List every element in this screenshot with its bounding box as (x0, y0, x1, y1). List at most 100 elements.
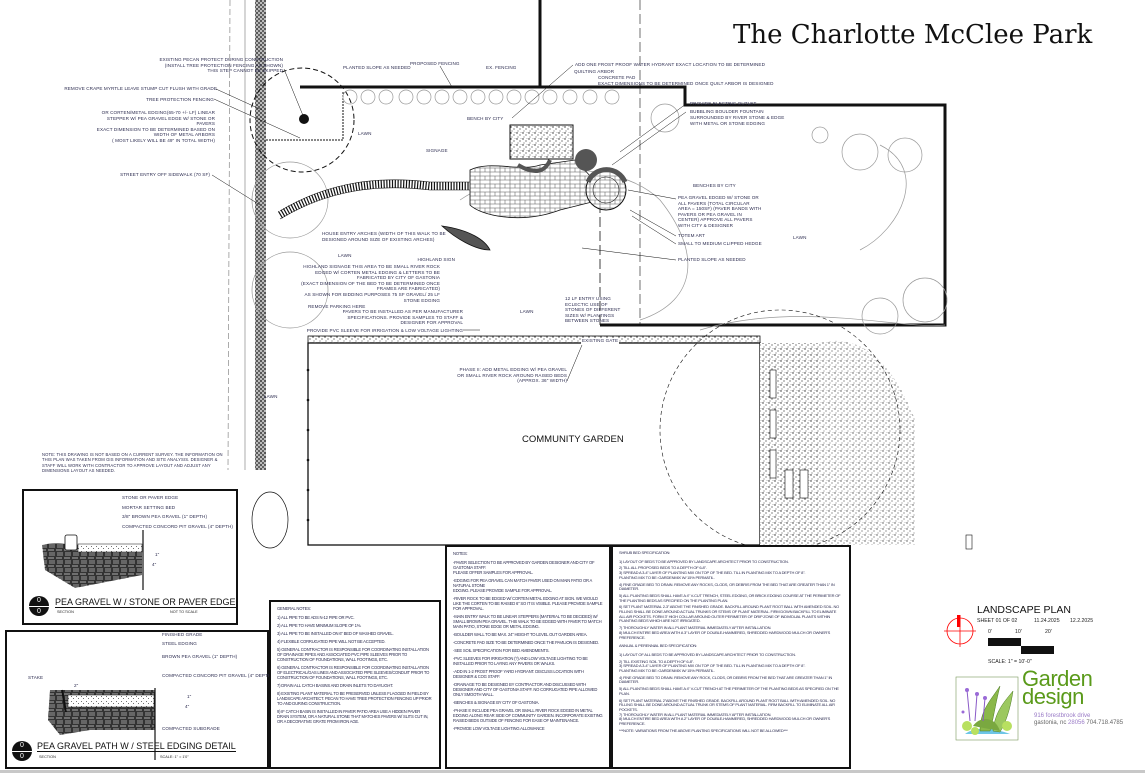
detail-2-dim: 2" (74, 683, 79, 688)
annual-spec-item: 5) ALL PLANTING BEDS SHALL HAVE A 4" V-C… (619, 686, 839, 696)
parking-gravel (760, 343, 820, 545)
label-lawn: LAWN (338, 253, 352, 258)
annotation-crape-myrtle: REMOVE CRAPE MYRTLE LEAVE STUMP CUT FLUS… (64, 86, 217, 91)
label-lawn: LAWN (264, 394, 278, 399)
detail-1-label: COMPACTED CONCORD PIT GRAVEL (4" DEPTH) (122, 524, 234, 529)
detail-2-label: COMPACTED SUBGRADE (162, 726, 220, 731)
annotation-quilting-arbor: QUILTING ARBOR (574, 69, 615, 74)
sheet-number: SHEET 01 OF 02 (977, 618, 1018, 624)
note: -ADD IN 1-2 FROST PROOF YARD HYDRANT. DI… (453, 669, 584, 679)
notes-box: NOTES: -PAVER SELECTION TO BE APPROVED B… (445, 545, 611, 769)
annotation-clipped-hedge: SMALL TO MEDIUM CLIPPED HEDGE (678, 241, 762, 246)
annual-spec-item: 6) SET PLANT MATERIAL 2"ABOVE THE FINISH… (619, 697, 836, 727)
note: -SEE SOIL SPECIFICATION FOR BED AMENDMEN… (453, 648, 550, 653)
planting-symbols (251, 89, 948, 335)
annotation-street-entry: STREET ENTRY OFF SIDEWALK (70 SF) (120, 172, 210, 177)
annotation-corten-edging: OR CORTEN/METAL EDGING(65-70 +/- LF) LIN… (96, 110, 215, 143)
annotation-bench-by-city: BENCH BY CITY (467, 116, 504, 121)
general-notes-list: 1) ALL PIPE TO BE ADS N-12 PIPE OR PVC.2… (277, 615, 433, 724)
shrub-spec-item: 6) SET PLANT MATERIAL 2-3" ABOVE THE FIN… (619, 604, 840, 624)
annotation-pecan: EXISTING PECAN PROTECT DURING CONSTRUCTI… (159, 57, 283, 74)
general-note: 1) ALL PIPE TO BE ADS N-12 PIPE OR PVC. (277, 615, 355, 620)
general-note: 3) ALL PIPE TO BE INSTALLED ON 6" BED OF… (277, 631, 394, 636)
detail-pea-gravel-steel-edging (5, 630, 269, 769)
community-garden-label: COMMUNITY GARDEN (522, 434, 624, 445)
note: -MAIN ENTRY WALK TO BE LINEAR STEPPERS (… (453, 614, 602, 629)
phone: 704.718.4785 (1086, 720, 1124, 726)
date-original: 11.24.2025 (1034, 618, 1060, 624)
annotation-fountain-detail: SURROUNDED BY RIVER STONE & EDGE WITH ME… (690, 115, 785, 126)
detail-1-dim: 4" (152, 562, 157, 567)
pecan-tree (299, 114, 309, 124)
general-notes-box: GENERAL NOTES: 1) ALL PIPE TO BE ADS N-1… (269, 600, 441, 769)
annotation-planted-slope-top: PLANTED SLOPE AS NEEDED (343, 65, 411, 70)
shrub-spec-item: 7) THOROUGHLY WATER IN ALL PLANT MATERIA… (619, 625, 831, 640)
annotation-planted-slope-right: PLANTED SLOPE AS NEEDED (678, 257, 746, 262)
notes-list: -PAVER SELECTION TO BE APPROVED BY GARDE… (453, 560, 603, 731)
detail-1-section: SECTION (57, 610, 74, 614)
address-street: 916 forestbrook drive (1034, 713, 1091, 719)
annual-spec-item: 2) TILL EXISTING SOIL TO A DEPTH OF 6-8"… (619, 658, 806, 674)
note: -DRAINAGE TO BE DESIGNED BY CONTRACTOR A… (453, 682, 598, 697)
shrub-spec-item: 1) LAYOUT OF BEDS TO BE APPROVED BY LAND… (619, 558, 789, 564)
label-lawn: LAWN (793, 235, 807, 240)
shrub-spec-item: 4) FINE GRADE BED TO DRAIN. REMOVE ANY R… (619, 581, 835, 592)
annual-spec-list: 1) LAYOUT OF ALL BEDS TO BE APPROVED BY … (619, 651, 843, 734)
logo-wordmark: Garden design (1022, 666, 1093, 709)
page-bottom-edge (0, 770, 1145, 773)
annual-spec-item: 4) FINE GRADE BED TO DRAIN. REMOVE ANY R… (619, 674, 833, 685)
shrub-spec-heading: SHRUB BED SPECIFICATION: (619, 550, 671, 555)
annotation-highland-sign: HIGHLAND SIGN (417, 257, 455, 262)
detail-2-label: FINISHED GRADE (162, 632, 203, 637)
general-note: 6) GENERAL CONTRACTOR IS RESPONSIBLE FOR… (277, 665, 430, 680)
scale-text: SCALE: 1" = 10'-0" (988, 659, 1032, 665)
annotation-proposed-fencing: PROPOSED FENCING (410, 61, 460, 66)
note: -CONCRETE PAD SIZE TO BE DETERMINED ONCE… (453, 640, 599, 645)
note: -RIVER ROCK TO BE EDGED W/ CORTEN METAL … (453, 596, 603, 611)
fence-posts (306, 368, 310, 522)
annotation-house-entry: HOUSE ENTRY ARCHES (WIDTH OF THIS WALK T… (322, 231, 446, 242)
sheet-title: LANDSCAPE PLAN (977, 604, 1071, 616)
planting-spec-box: SHRUB BED SPECIFICATION: 1) LAYOUT OF BE… (611, 545, 851, 769)
annotation-remove-parking: REMOVE PARKING HERE (308, 304, 366, 309)
garden-design-logo-icon (955, 676, 1019, 741)
shrub-spec-item: 2) TILL ALL PROPOSED BEDS TO A DEPTH OF … (619, 565, 806, 580)
annotation-ex-fencing: EX. FENCING (486, 65, 517, 70)
general-notes-heading: GENERAL NOTES: (277, 606, 311, 611)
detail-2-title: PEA GRAVEL PATH W / STEEL EDGING DETAIL (37, 741, 236, 752)
boulder-fountain (575, 149, 597, 171)
detail-2-scale: SCALE: 1" = 1'0" (160, 755, 189, 759)
address-zip: 28056 (1068, 720, 1085, 726)
detail-1-label: STONE OR PAVER EDGE (122, 495, 179, 500)
proposed-fence (300, 0, 947, 327)
annotation-fountain: BUBBLING BOULDER FOUNTAIN (690, 109, 764, 114)
note: -BOULDER WALL TO BE MAX. 24" HEIGHT TO L… (453, 632, 588, 637)
scale-tick: 10' (1015, 629, 1022, 635)
general-note: 5) GENERAL CONTRACTOR IS RESPONSIBLE FOR… (277, 647, 429, 662)
annotation-signage: SIGNAGE (426, 148, 448, 153)
annotation-totem-art: TOTEM ART (678, 233, 706, 238)
address-city: gastonia, nc (1034, 720, 1067, 726)
date-revised: 12.2.2025 (1070, 618, 1094, 624)
detail-number: 0 (20, 742, 24, 749)
survey-note: NOTE: THIS DRAWING IS NOT BASED ON A CUR… (42, 452, 223, 473)
general-note: 9) IF CATCH BASIN IS INSTALLED IN PAVER … (277, 709, 429, 724)
annotation-phase-2: PHASE II: ADD METAL EDGING W/ PEA GRAVEL… (457, 367, 567, 384)
scale-tick: 20' (1045, 629, 1052, 635)
annotation-pvc-sleeve: PROVIDE PVC SLEEVE FOR IRRIGATION & LOW … (306, 328, 463, 333)
detail-2-label: COMPACTED CONCORD PIT GRAVEL (4" DEPTH) (162, 673, 274, 678)
annual-spec-item: ***NOTE: VARIATIONS FROM THE ABOVE PLANT… (619, 727, 788, 733)
sheet-number: 0 (12, 751, 32, 762)
general-note: 4) FLEXIBLE CORRUGATED PIPE WILL NOT BE … (277, 639, 386, 644)
highland-sign-bed (440, 225, 491, 251)
general-note: 7) DRAIN ALL CATCH BASINS AND DRAIN INLE… (277, 683, 394, 688)
scale-tick: 0' (988, 629, 992, 635)
garden-top-border (307, 335, 761, 344)
pecan-protection-circle (249, 67, 355, 173)
scale-bar-1 (988, 638, 1021, 646)
annual-spec-item: 1) LAYOUT OF ALL BEDS TO BE APPROVED BY … (619, 651, 796, 657)
note: -PAVER SELECTION TO BE APPROVED BY GARDE… (453, 560, 595, 575)
annotation-concrete-pad: CONCRETE PAD EXACT DIMENSIONS TO BE DETE… (598, 75, 774, 86)
